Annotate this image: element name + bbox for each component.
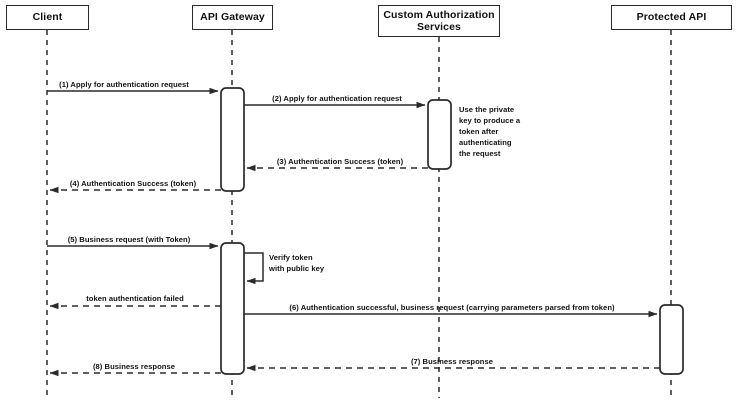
note-private-key: Use the private key to produce a token a… — [459, 104, 520, 159]
arrow-message-self-verify — [244, 252, 264, 285]
actor-custom-authorization-services[interactable]: Custom Authorization Services — [378, 5, 500, 37]
note-private-key-line-3: token after — [459, 127, 499, 136]
activation-bars — [220, 87, 684, 375]
note-private-key-line-2: key to produce a — [459, 116, 521, 125]
note-private-key-line-4: authenticating — [459, 138, 512, 147]
activation-protected-api-call — [659, 304, 684, 375]
verify-note-line-1: Verify token — [269, 253, 313, 262]
actor-protected-api[interactable]: Protected API — [611, 5, 732, 30]
actor-api-gateway-label: API Gateway — [200, 11, 265, 24]
message-arrows — [47, 87, 660, 377]
message-label-2: (2) Apply for authentication request — [272, 94, 402, 103]
message-label-4: (4) Authentication Success (token) — [69, 179, 197, 188]
message-label-self-verify: Verify token with public key — [269, 252, 324, 274]
message-label-7: (7) Business response — [410, 357, 494, 366]
message-label-5: (5) Business request (with Token) — [67, 235, 191, 244]
message-label-token-failed: token authentication failed — [86, 294, 184, 303]
note-private-key-line-5: the request — [459, 149, 501, 158]
actor-api-gateway[interactable]: API Gateway — [192, 5, 273, 30]
actor-custom-authorization-services-label: Custom Authorization Services — [383, 8, 495, 33]
activation-gateway-auth — [220, 87, 245, 192]
message-label-3: (3) Authentication Success (token) — [276, 157, 404, 166]
activation-auth-service — [427, 99, 452, 170]
note-private-key-line-1: Use the private — [459, 105, 515, 114]
message-label-1: (1) Apply for authentication request — [59, 80, 189, 89]
verify-note-line-2: with public key — [269, 264, 325, 273]
actor-client[interactable]: Client — [6, 5, 89, 30]
message-label-6: (6) Authentication successful, business … — [289, 303, 615, 312]
activation-gateway-business — [220, 242, 245, 375]
message-label-8: (8) Business response — [92, 362, 176, 371]
actor-protected-api-label: Protected API — [636, 11, 707, 24]
actor-client-label: Client — [32, 11, 63, 24]
